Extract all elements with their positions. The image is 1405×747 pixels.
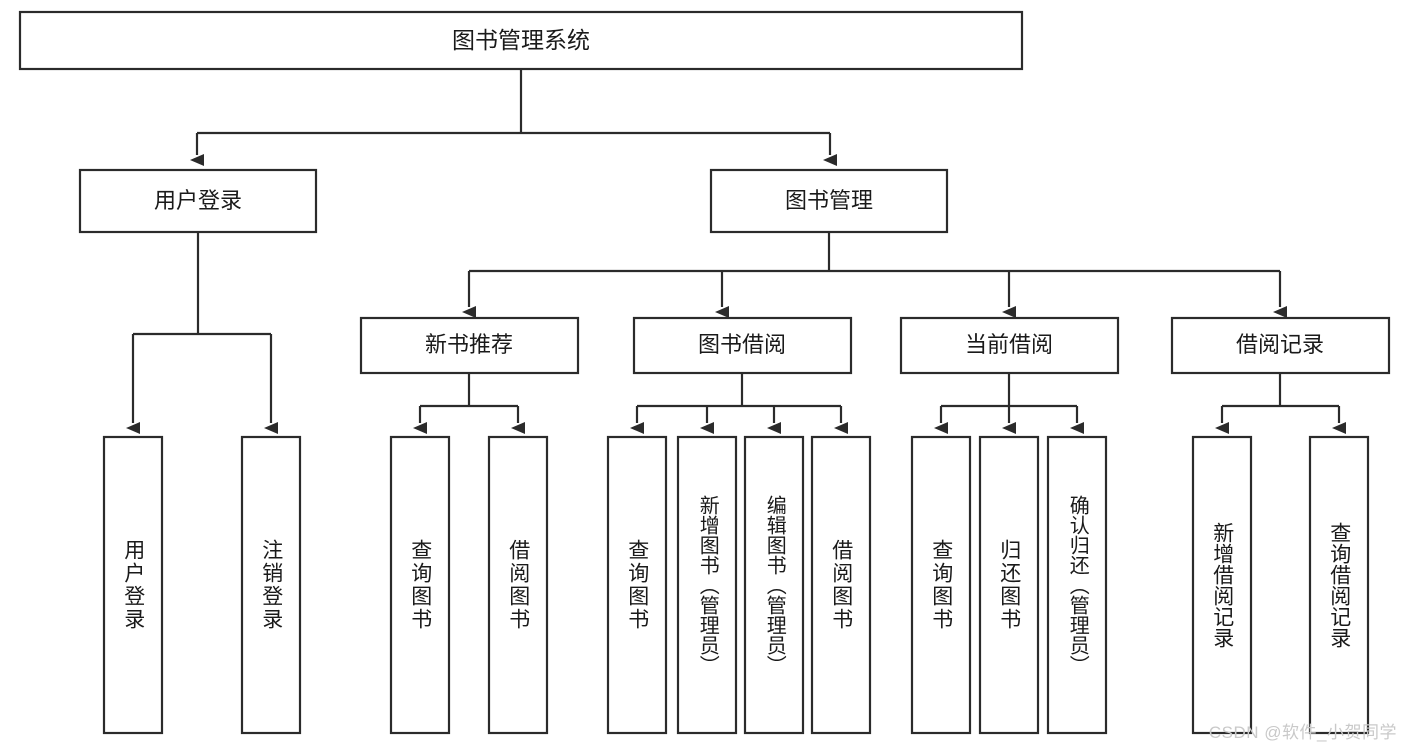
leaf-borrow-record-1[interactable] <box>1191 435 1253 735</box>
leaf-new-book-recommend-2[interactable] <box>487 435 549 735</box>
leaf-user-login-2[interactable] <box>240 435 302 735</box>
node-book-borrow-label: 图书借阅 <box>698 332 786 357</box>
leaf-current-borrow-2[interactable] <box>978 435 1040 735</box>
node-root-book-management-system[interactable] <box>18 10 1024 71</box>
leaf-current-borrow-3[interactable] <box>1046 435 1108 735</box>
node-borrow-record[interactable] <box>1170 316 1391 375</box>
node-root-label: 图书管理系统 <box>452 27 590 53</box>
leaf-book-borrow-2[interactable] <box>676 435 738 735</box>
node-borrow-record-label: 借阅记录 <box>1236 332 1324 357</box>
leaf-book-borrow-4[interactable] <box>810 435 872 735</box>
node-book-borrow[interactable] <box>632 316 853 375</box>
leaf-book-borrow-3[interactable] <box>743 435 805 735</box>
leaf-current-borrow-1[interactable] <box>910 435 972 735</box>
leaf-book-borrow-1[interactable] <box>606 435 668 735</box>
leaf-new-book-recommend-1[interactable] <box>389 435 451 735</box>
node-book-management-label: 图书管理 <box>785 188 873 213</box>
node-current-borrow[interactable] <box>899 316 1120 375</box>
leaf-borrow-record-2[interactable] <box>1308 435 1370 735</box>
node-current-borrow-label: 当前借阅 <box>965 332 1053 357</box>
leaf-user-login-1[interactable] <box>102 435 164 735</box>
node-book-management[interactable] <box>709 168 949 234</box>
node-new-book-recommend-label: 新书推荐 <box>425 332 513 357</box>
node-new-book-recommend[interactable] <box>359 316 580 375</box>
node-user-login-label: 用户登录 <box>154 188 242 213</box>
csdn-watermark: CSDN @软件_小贺同学 <box>1208 723 1397 742</box>
